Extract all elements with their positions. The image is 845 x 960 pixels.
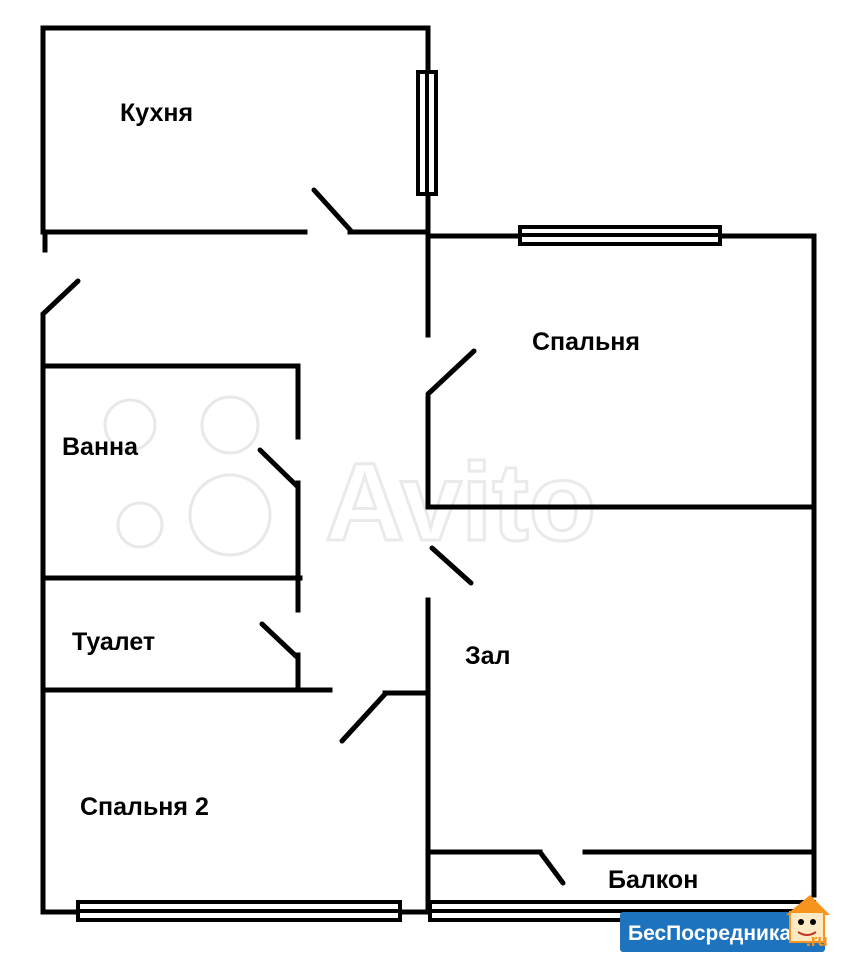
door-bath	[257, 447, 301, 490]
door-entrance	[40, 278, 81, 317]
house-mascot-icon	[786, 895, 830, 943]
label-balcony: Балкон	[608, 866, 698, 894]
label-hall: Зал	[465, 642, 510, 670]
door-bedroom	[425, 348, 477, 397]
door-balcony	[537, 849, 566, 886]
door-kitchen	[311, 187, 355, 235]
label-bedroom: Спальня	[532, 328, 640, 356]
badge-text: БесПосредника	[628, 922, 791, 945]
avito-watermark: Avito	[103, 395, 597, 566]
door-toilet	[259, 621, 301, 661]
besposrednika-badge[interactable]: БесПосредника .ru	[620, 895, 830, 952]
avito-dots-icon	[103, 395, 272, 557]
badge-suffix: .ru	[806, 931, 828, 950]
label-bath: Ванна	[62, 433, 139, 461]
label-kitchen: Кухня	[120, 99, 193, 127]
door-hall	[429, 545, 474, 586]
watermark-text: Avito	[325, 441, 596, 564]
badge-background	[620, 912, 825, 952]
door-bedroom2	[339, 690, 389, 744]
label-toilet: Туалет	[72, 628, 155, 656]
doors	[40, 187, 566, 886]
label-bedroom2: Спальня 2	[80, 793, 209, 821]
walls	[40, 25, 817, 915]
